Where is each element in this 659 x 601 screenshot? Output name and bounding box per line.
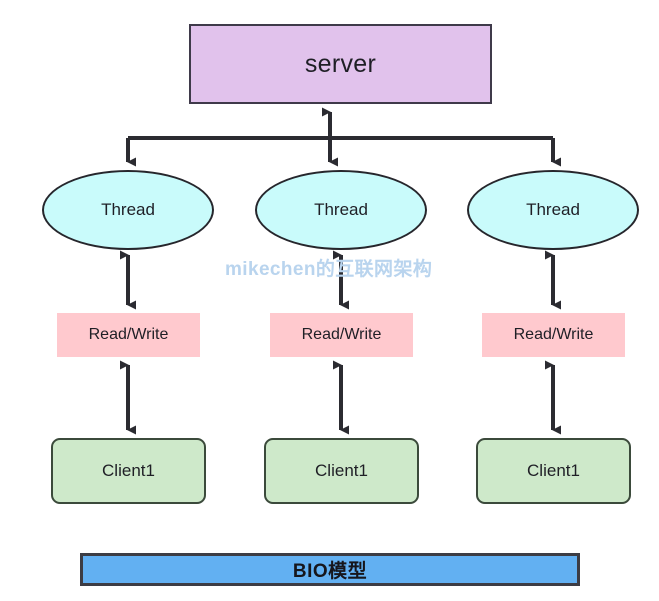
server-label: server	[304, 49, 377, 78]
diagram-caption-bar: BIO模型	[80, 553, 580, 586]
read-write-node-1[interactable]: Read/Write	[57, 313, 200, 357]
read-write-label-1: Read/Write	[88, 326, 169, 343]
client-label-3: Client1	[527, 461, 580, 480]
client-node-1[interactable]: Client1	[51, 438, 206, 504]
diagram-caption-label: BIO模型	[292, 561, 368, 582]
thread-node-2[interactable]: Thread	[255, 170, 427, 250]
thread-node-1[interactable]: Thread	[42, 170, 214, 250]
thread-label-1: Thread	[101, 200, 155, 219]
read-write-label-3: Read/Write	[513, 326, 594, 343]
server-node[interactable]: server	[189, 24, 492, 104]
thread-label-3: Thread	[526, 200, 580, 219]
client-node-3[interactable]: Client1	[476, 438, 631, 504]
client-label-2: Client1	[315, 461, 368, 480]
read-write-node-2[interactable]: Read/Write	[270, 313, 413, 357]
read-write-label-2: Read/Write	[301, 326, 382, 343]
client-label-1: Client1	[102, 461, 155, 480]
thread-label-2: Thread	[314, 200, 368, 219]
thread-node-3[interactable]: Thread	[467, 170, 639, 250]
client-node-2[interactable]: Client1	[264, 438, 419, 504]
read-write-node-3[interactable]: Read/Write	[482, 313, 625, 357]
